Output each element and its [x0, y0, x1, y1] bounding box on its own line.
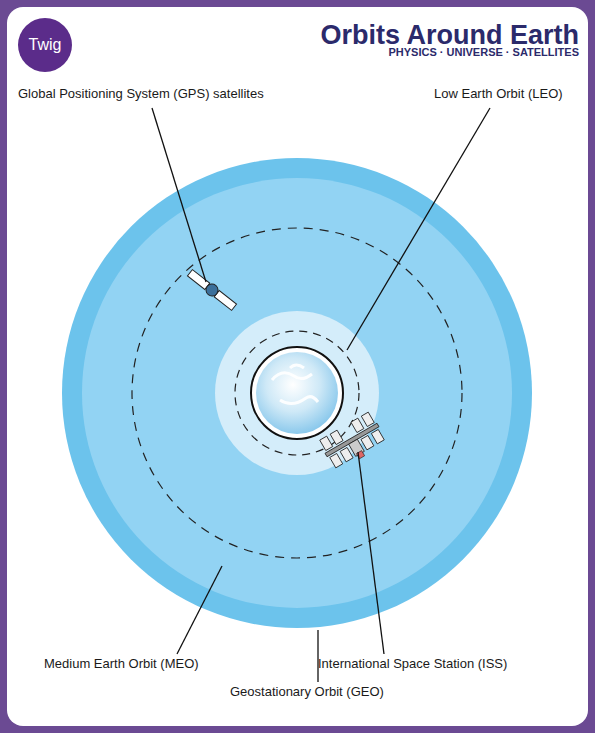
meo-orbit: [132, 228, 462, 558]
earth: [256, 352, 338, 434]
leo-orbit: [235, 331, 359, 455]
leo-band: [215, 311, 379, 475]
iss: [318, 411, 388, 472]
leader-lines: [152, 108, 490, 682]
iss-label: International Space Station (ISS): [318, 656, 507, 671]
meo-band: [82, 178, 512, 608]
meo-label: Medium Earth Orbit (MEO): [44, 656, 199, 671]
gps-satellite: [186, 268, 238, 312]
geo-label: Geostationary Orbit (GEO): [230, 684, 384, 699]
leo-label: Low Earth Orbit (LEO): [434, 86, 563, 101]
logo-text: Twig: [29, 36, 62, 54]
earth-rim: [251, 347, 343, 439]
logo-badge: Twig: [18, 18, 72, 72]
earth-clouds: [272, 365, 318, 404]
geo-band: [62, 158, 532, 628]
gps-label: Global Positioning System (GPS) satellit…: [18, 86, 264, 101]
subtitle: PHYSICS · UNIVERSE · SATELLITES: [389, 46, 580, 58]
